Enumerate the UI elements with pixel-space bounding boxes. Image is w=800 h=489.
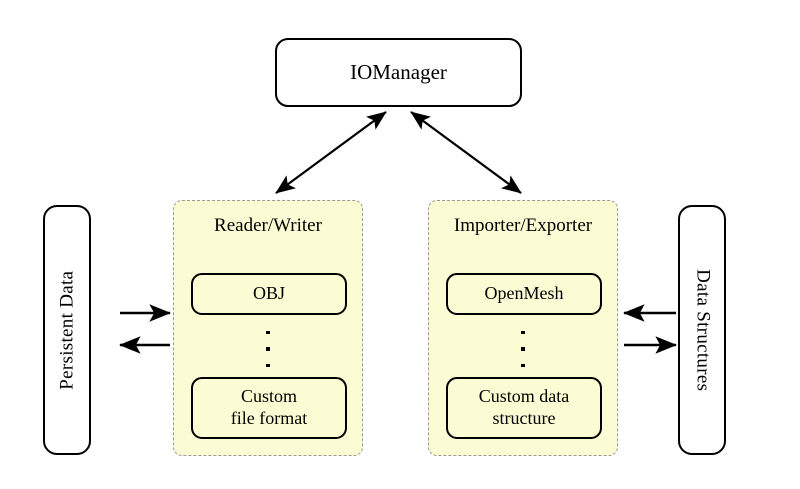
node-obj-label: OBJ — [252, 283, 285, 304]
ellipsis-importer-exporter — [429, 331, 617, 367]
connector-iomanager-readerwriter — [275, 111, 387, 194]
node-persistent-data-label: Persistent Data — [55, 270, 77, 390]
ellipsis-reader-writer — [174, 331, 362, 367]
node-iomanager[interactable]: IOManager — [275, 38, 522, 107]
node-openmesh[interactable]: OpenMesh — [446, 273, 602, 315]
node-persistent-data[interactable]: Persistent Data — [43, 205, 91, 455]
node-data-structures[interactable]: Data Structures — [678, 205, 726, 455]
group-importer-exporter-title: Importer/Exporter — [453, 215, 593, 236]
node-openmesh-label: OpenMesh — [484, 283, 564, 304]
node-data-structures-label: Data Structures — [692, 268, 714, 392]
node-obj[interactable]: OBJ — [191, 273, 347, 315]
connector-iomanager-importerexporter — [410, 111, 522, 194]
group-reader-writer-title: Reader/Writer — [214, 215, 322, 236]
node-iomanager-label: IOManager — [350, 60, 447, 85]
